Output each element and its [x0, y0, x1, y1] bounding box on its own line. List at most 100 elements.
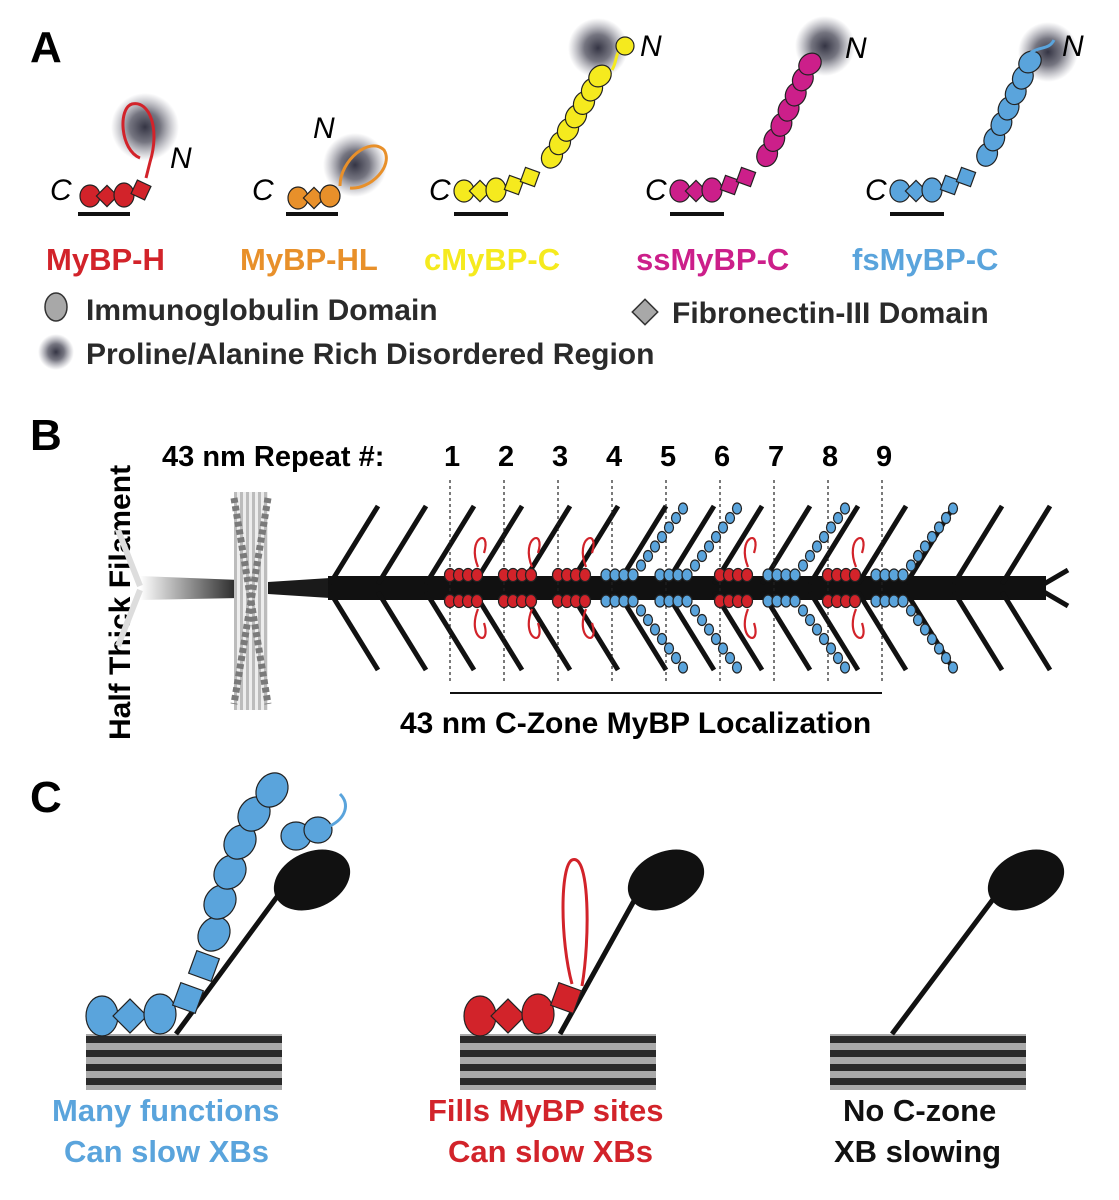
- ig-domain: [933, 521, 945, 534]
- disordered-linker: [851, 608, 865, 640]
- n-terminus-label: N: [170, 142, 192, 175]
- crossbridge-upper: [807, 504, 861, 586]
- ig-domain: [919, 540, 931, 553]
- ig-domain: [588, 64, 612, 88]
- ig-domain: [724, 511, 736, 525]
- ig-domain: [947, 502, 959, 515]
- thick-filament-diagram: [115, 480, 1070, 710]
- ig-domain: [470, 567, 484, 583]
- crossbridge-upper: [423, 504, 477, 586]
- crossbridge-lower: [807, 590, 861, 672]
- ig-domain: [848, 567, 862, 583]
- disordered-linker: [329, 792, 347, 828]
- disordered-linker: [338, 144, 388, 190]
- ig-domain: [731, 502, 743, 515]
- disordered-linker: [473, 608, 487, 640]
- scenario-1-line-2: Can slow XBs: [64, 1134, 269, 1169]
- filament-end: [1042, 567, 1070, 587]
- ig-domain: [919, 623, 931, 636]
- ig-domain: [724, 651, 736, 665]
- mybp-molecules: [443, 502, 959, 674]
- legend-fn-label: Fibronectin-III Domain: [672, 297, 989, 330]
- ig-domain: [731, 661, 743, 674]
- ig-domain: [933, 642, 945, 655]
- ig-domain: [524, 593, 538, 609]
- crossbridge-upper: [327, 504, 381, 586]
- ig-domain: [642, 549, 654, 563]
- crossbridge-lever: [890, 888, 1002, 1036]
- fn-domain: [519, 166, 541, 188]
- ig-domain: [897, 568, 909, 582]
- czone-label: 43 nm C-Zone MyBP Localization: [400, 707, 871, 740]
- fn-domain: [955, 166, 977, 188]
- ig-domain: [839, 661, 851, 674]
- ig-domain: [649, 623, 661, 636]
- ig-domain: [1018, 50, 1042, 74]
- fn-domain: [187, 949, 221, 983]
- repeat-number-8: 8: [822, 441, 838, 473]
- filament-tip: [140, 576, 240, 600]
- crossbridge-upper: [951, 504, 1005, 586]
- fn-domain: [549, 981, 583, 1015]
- repeat-number-3: 3: [552, 441, 568, 473]
- crossbridge-upper: [375, 504, 429, 586]
- thick-filament-segment: [830, 1034, 1026, 1090]
- ig-domain: [940, 511, 952, 525]
- c-terminus-label: C: [50, 174, 72, 207]
- ig-domain: [848, 593, 862, 609]
- scenario-3-line-1: No C-zone: [843, 1093, 996, 1128]
- scenario-2-line-1: Fills MyBP sites: [428, 1093, 663, 1128]
- ig-domain: [670, 651, 682, 665]
- tip-crossbridge: [115, 588, 143, 648]
- ig-domain: [696, 549, 708, 563]
- fn-domain: [302, 186, 326, 210]
- myosin-head: [627, 849, 705, 911]
- ig-domain: [912, 613, 924, 627]
- ig-domain: [921, 177, 943, 203]
- ig-domain: [635, 559, 647, 572]
- repeat-number-9: 9: [876, 441, 892, 473]
- fn-domain: [719, 174, 741, 196]
- disordered-region: [568, 18, 628, 78]
- fn-domain: [468, 179, 492, 203]
- panel-a-protein-diagrams: CNMyBP-HCNMyBP-HLCNcMyBP-CCNssMyBP-CCNfs…: [46, 16, 1084, 277]
- ig-domain: [797, 604, 809, 617]
- ig-domain: [798, 52, 822, 76]
- ig-domain: [926, 632, 938, 646]
- scenario-2-line-2: Can slow XBs: [448, 1134, 653, 1169]
- ig-domain: [670, 511, 682, 525]
- panel-c-scenarios: [85, 772, 1065, 1090]
- repeat-number-label: 43 nm Repeat #:: [162, 441, 384, 473]
- crossbridge-upper: [855, 504, 909, 586]
- scenario-3-line-2: XB slowing: [834, 1134, 1001, 1169]
- fn-domain: [490, 998, 526, 1034]
- n-terminus-label: N: [640, 30, 662, 63]
- ig-domain: [113, 182, 135, 208]
- ig-domain: [811, 540, 823, 553]
- ig-domain: [839, 502, 851, 515]
- disordered-linker: [527, 608, 541, 640]
- ig-domain: [642, 613, 654, 627]
- ig-domain: [701, 177, 723, 203]
- ig-domain: [197, 916, 231, 952]
- ig-domain: [905, 604, 917, 617]
- thick-filament-segment: [460, 1034, 656, 1090]
- protein-name-cmybp-c: cMyBP-C: [424, 242, 560, 277]
- ig-domain: [677, 661, 689, 674]
- n-terminus-label: N: [313, 112, 335, 145]
- c-terminus-label: C: [252, 174, 274, 207]
- ig-domain: [578, 567, 592, 583]
- protein-name-fsmybp-c: fsMyBP-C: [852, 242, 998, 277]
- legend: Immunoglobulin Domain Fibronectin-III Do…: [38, 292, 989, 371]
- ig-domain: [912, 549, 924, 563]
- crossbridge-lower: [999, 590, 1053, 672]
- fn-domain: [904, 179, 928, 203]
- ig-domain: [485, 177, 507, 203]
- ig-domain: [710, 530, 722, 544]
- myosin-head: [987, 849, 1065, 911]
- ig-domain: [710, 632, 722, 646]
- ig-domain: [940, 651, 952, 665]
- ig-domain: [143, 993, 177, 1035]
- fn-domain: [130, 179, 152, 201]
